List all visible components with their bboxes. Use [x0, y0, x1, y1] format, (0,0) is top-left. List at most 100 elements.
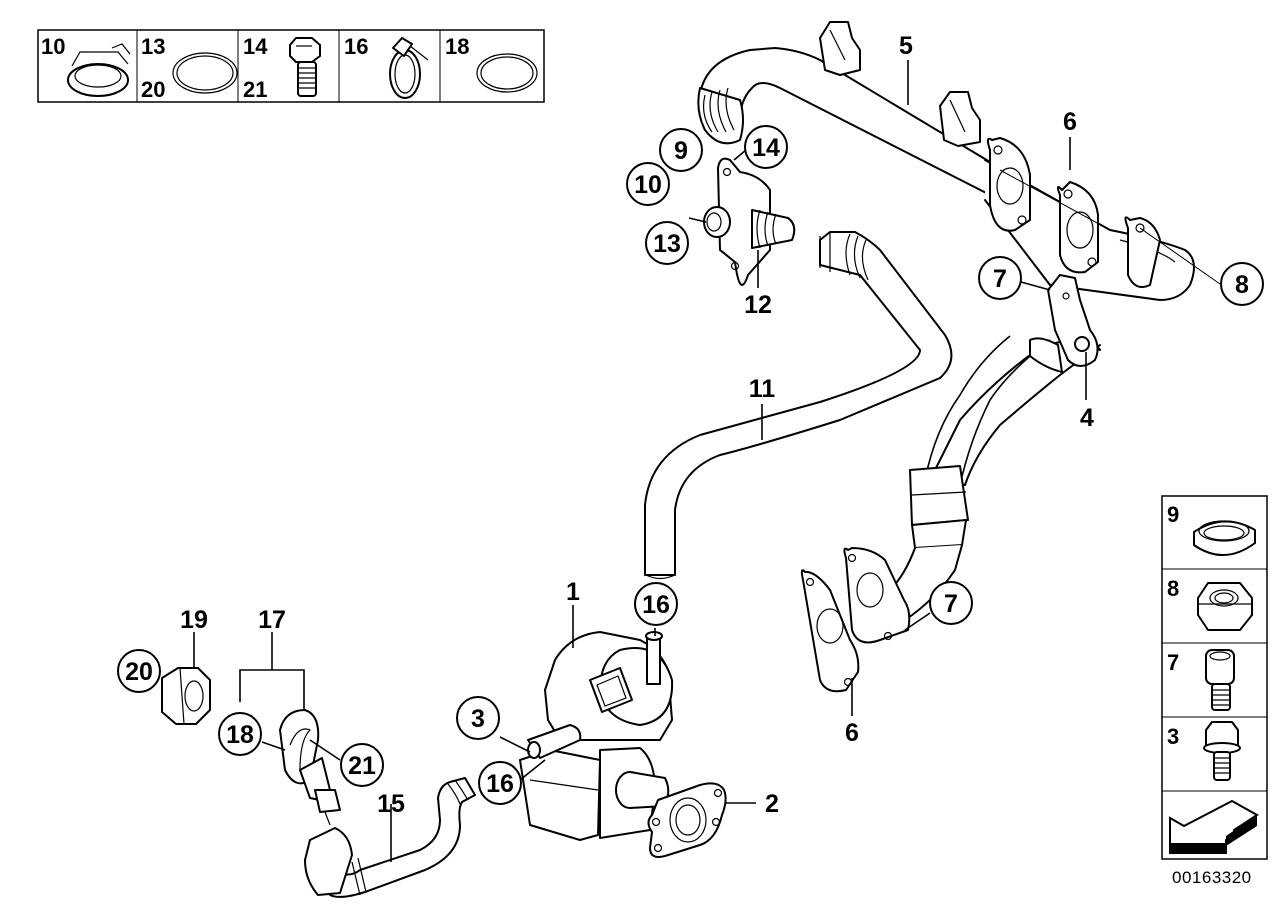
callout-label: 16 — [486, 770, 514, 798]
callout-label: 17 — [258, 606, 286, 634]
egr-cooler-pipe-upper[interactable] — [697, 47, 1195, 301]
callout-label: 1 — [566, 578, 580, 606]
callout-circle — [1220, 262, 1264, 306]
legend-cell-3[interactable]: 3 — [1167, 721, 1241, 781]
legend-cell-10[interactable]: 10 — [41, 34, 131, 97]
callout-label: 18 — [226, 721, 254, 749]
coolant-hose[interactable] — [644, 231, 953, 580]
legend-cell-16[interactable]: 16 — [344, 34, 429, 99]
side-legend-frame — [1161, 495, 1268, 860]
callout-label: 14 — [752, 134, 780, 162]
valve-gasket[interactable] — [647, 782, 727, 858]
o-ring-icon — [172, 52, 238, 94]
callout-10[interactable]: 10 — [626, 162, 670, 206]
hose-fitting[interactable] — [279, 709, 341, 826]
callout-label: 10 — [634, 171, 662, 199]
callout-5[interactable]: 5 — [899, 32, 913, 60]
callout-label: 13 — [653, 230, 681, 258]
callout-label: 5 — [899, 32, 913, 60]
callout-3[interactable]: 3 — [456, 696, 500, 740]
callout-label: 3 — [471, 705, 485, 733]
callout-circle — [340, 743, 384, 787]
callout-circle — [659, 128, 703, 172]
callout-circle — [218, 712, 262, 756]
top-legend: 10 13 20 14 21 — [37, 29, 545, 103]
legend-cell-8[interactable]: 8 — [1167, 576, 1253, 631]
callout-1[interactable]: 1 — [566, 578, 580, 606]
callout-label: 4 — [1080, 404, 1094, 432]
legend-cell-14-21[interactable]: 14 21 — [243, 34, 321, 102]
legend-label: 9 — [1167, 502, 1179, 527]
pipe-flange[interactable] — [1124, 216, 1161, 288]
legend-label: 14 — [243, 34, 268, 59]
callout-12[interactable]: 12 — [744, 291, 772, 319]
vacuum-hose[interactable] — [304, 777, 476, 898]
callout-label: 16 — [642, 591, 670, 619]
callout-label: 21 — [348, 752, 376, 780]
flange-bolt-icon — [1203, 721, 1241, 781]
callout-label: 2 — [765, 790, 779, 818]
callout-circle — [978, 256, 1022, 300]
side-legend: 9 8 7 3 — [1161, 495, 1268, 860]
callout-label: 20 — [125, 658, 153, 686]
legend-label: 3 — [1167, 724, 1179, 749]
legend-label: 7 — [1167, 650, 1179, 675]
callout-label: 8 — [1235, 271, 1249, 299]
egr-pipe-lower[interactable] — [800, 289, 1101, 693]
callout-circle — [744, 125, 788, 169]
legend-label: 18 — [445, 34, 469, 59]
leader-lines — [193, 60, 1221, 862]
pipe-clamp-bracket[interactable] — [1029, 274, 1099, 373]
callout-20[interactable]: 20 — [117, 649, 161, 693]
callout-17[interactable]: 17 — [258, 606, 286, 634]
callout-label: 7 — [944, 590, 958, 618]
callout-circle — [645, 221, 689, 265]
callout-14[interactable]: 14 — [744, 125, 788, 169]
legend-cell-18[interactable]: 18 — [445, 34, 538, 93]
callout-circle — [626, 162, 670, 206]
callout-11[interactable]: 11 — [749, 375, 776, 403]
callout-circle — [478, 761, 522, 805]
callout-6-bottom[interactable]: 6 — [845, 719, 859, 747]
callout-16-top[interactable]: 16 — [634, 582, 678, 626]
legend-cell-13-20[interactable]: 13 20 — [141, 34, 238, 102]
callout-21[interactable]: 21 — [340, 743, 384, 787]
callout-4[interactable]: 4 — [1080, 404, 1094, 432]
legend-cell-9[interactable]: 9 — [1167, 502, 1256, 556]
callout-13[interactable]: 13 — [645, 221, 689, 265]
callout-label: 6 — [1063, 108, 1077, 136]
hex-bolt-icon — [289, 37, 321, 97]
callout-9[interactable]: 9 — [659, 128, 703, 172]
legend-cell-7[interactable]: 7 — [1167, 649, 1235, 711]
ring-clip-icon — [67, 43, 131, 97]
document-number: 00163320 — [1172, 868, 1252, 887]
callout-7-top[interactable]: 7 — [978, 256, 1022, 300]
callout-circle — [634, 582, 678, 626]
callout-8[interactable]: 8 — [1220, 262, 1264, 306]
callout-label: 11 — [749, 375, 776, 403]
callout-circle — [929, 581, 973, 625]
callout-18[interactable]: 18 — [218, 712, 262, 756]
pipe-connector[interactable] — [703, 157, 796, 286]
union-nut[interactable] — [161, 667, 211, 725]
legend-label: 20 — [141, 77, 165, 102]
egr-valve[interactable] — [519, 631, 674, 841]
direction-arrow-icon[interactable] — [1169, 799, 1259, 854]
callout-16-bottom[interactable]: 16 — [478, 761, 522, 805]
callout-15[interactable]: 15 — [377, 790, 405, 818]
callout-2[interactable]: 2 — [765, 790, 779, 818]
legend-label: 21 — [243, 77, 267, 102]
callout-6-top[interactable]: 6 — [1063, 108, 1077, 136]
callout-label: 6 — [845, 719, 859, 747]
pipe-bracket — [819, 21, 981, 147]
hex-nut-icon — [1197, 582, 1253, 631]
sealing-ring-icon — [1193, 520, 1256, 556]
gasket-flange[interactable] — [986, 137, 1099, 274]
legend-label: 10 — [41, 34, 65, 59]
callout-circle — [456, 696, 500, 740]
callout-label: 15 — [377, 790, 405, 818]
callout-label: 12 — [744, 291, 772, 319]
callout-19[interactable]: 19 — [180, 606, 208, 634]
callout-label: 7 — [993, 265, 1007, 293]
callout-7-bottom[interactable]: 7 — [929, 581, 973, 625]
